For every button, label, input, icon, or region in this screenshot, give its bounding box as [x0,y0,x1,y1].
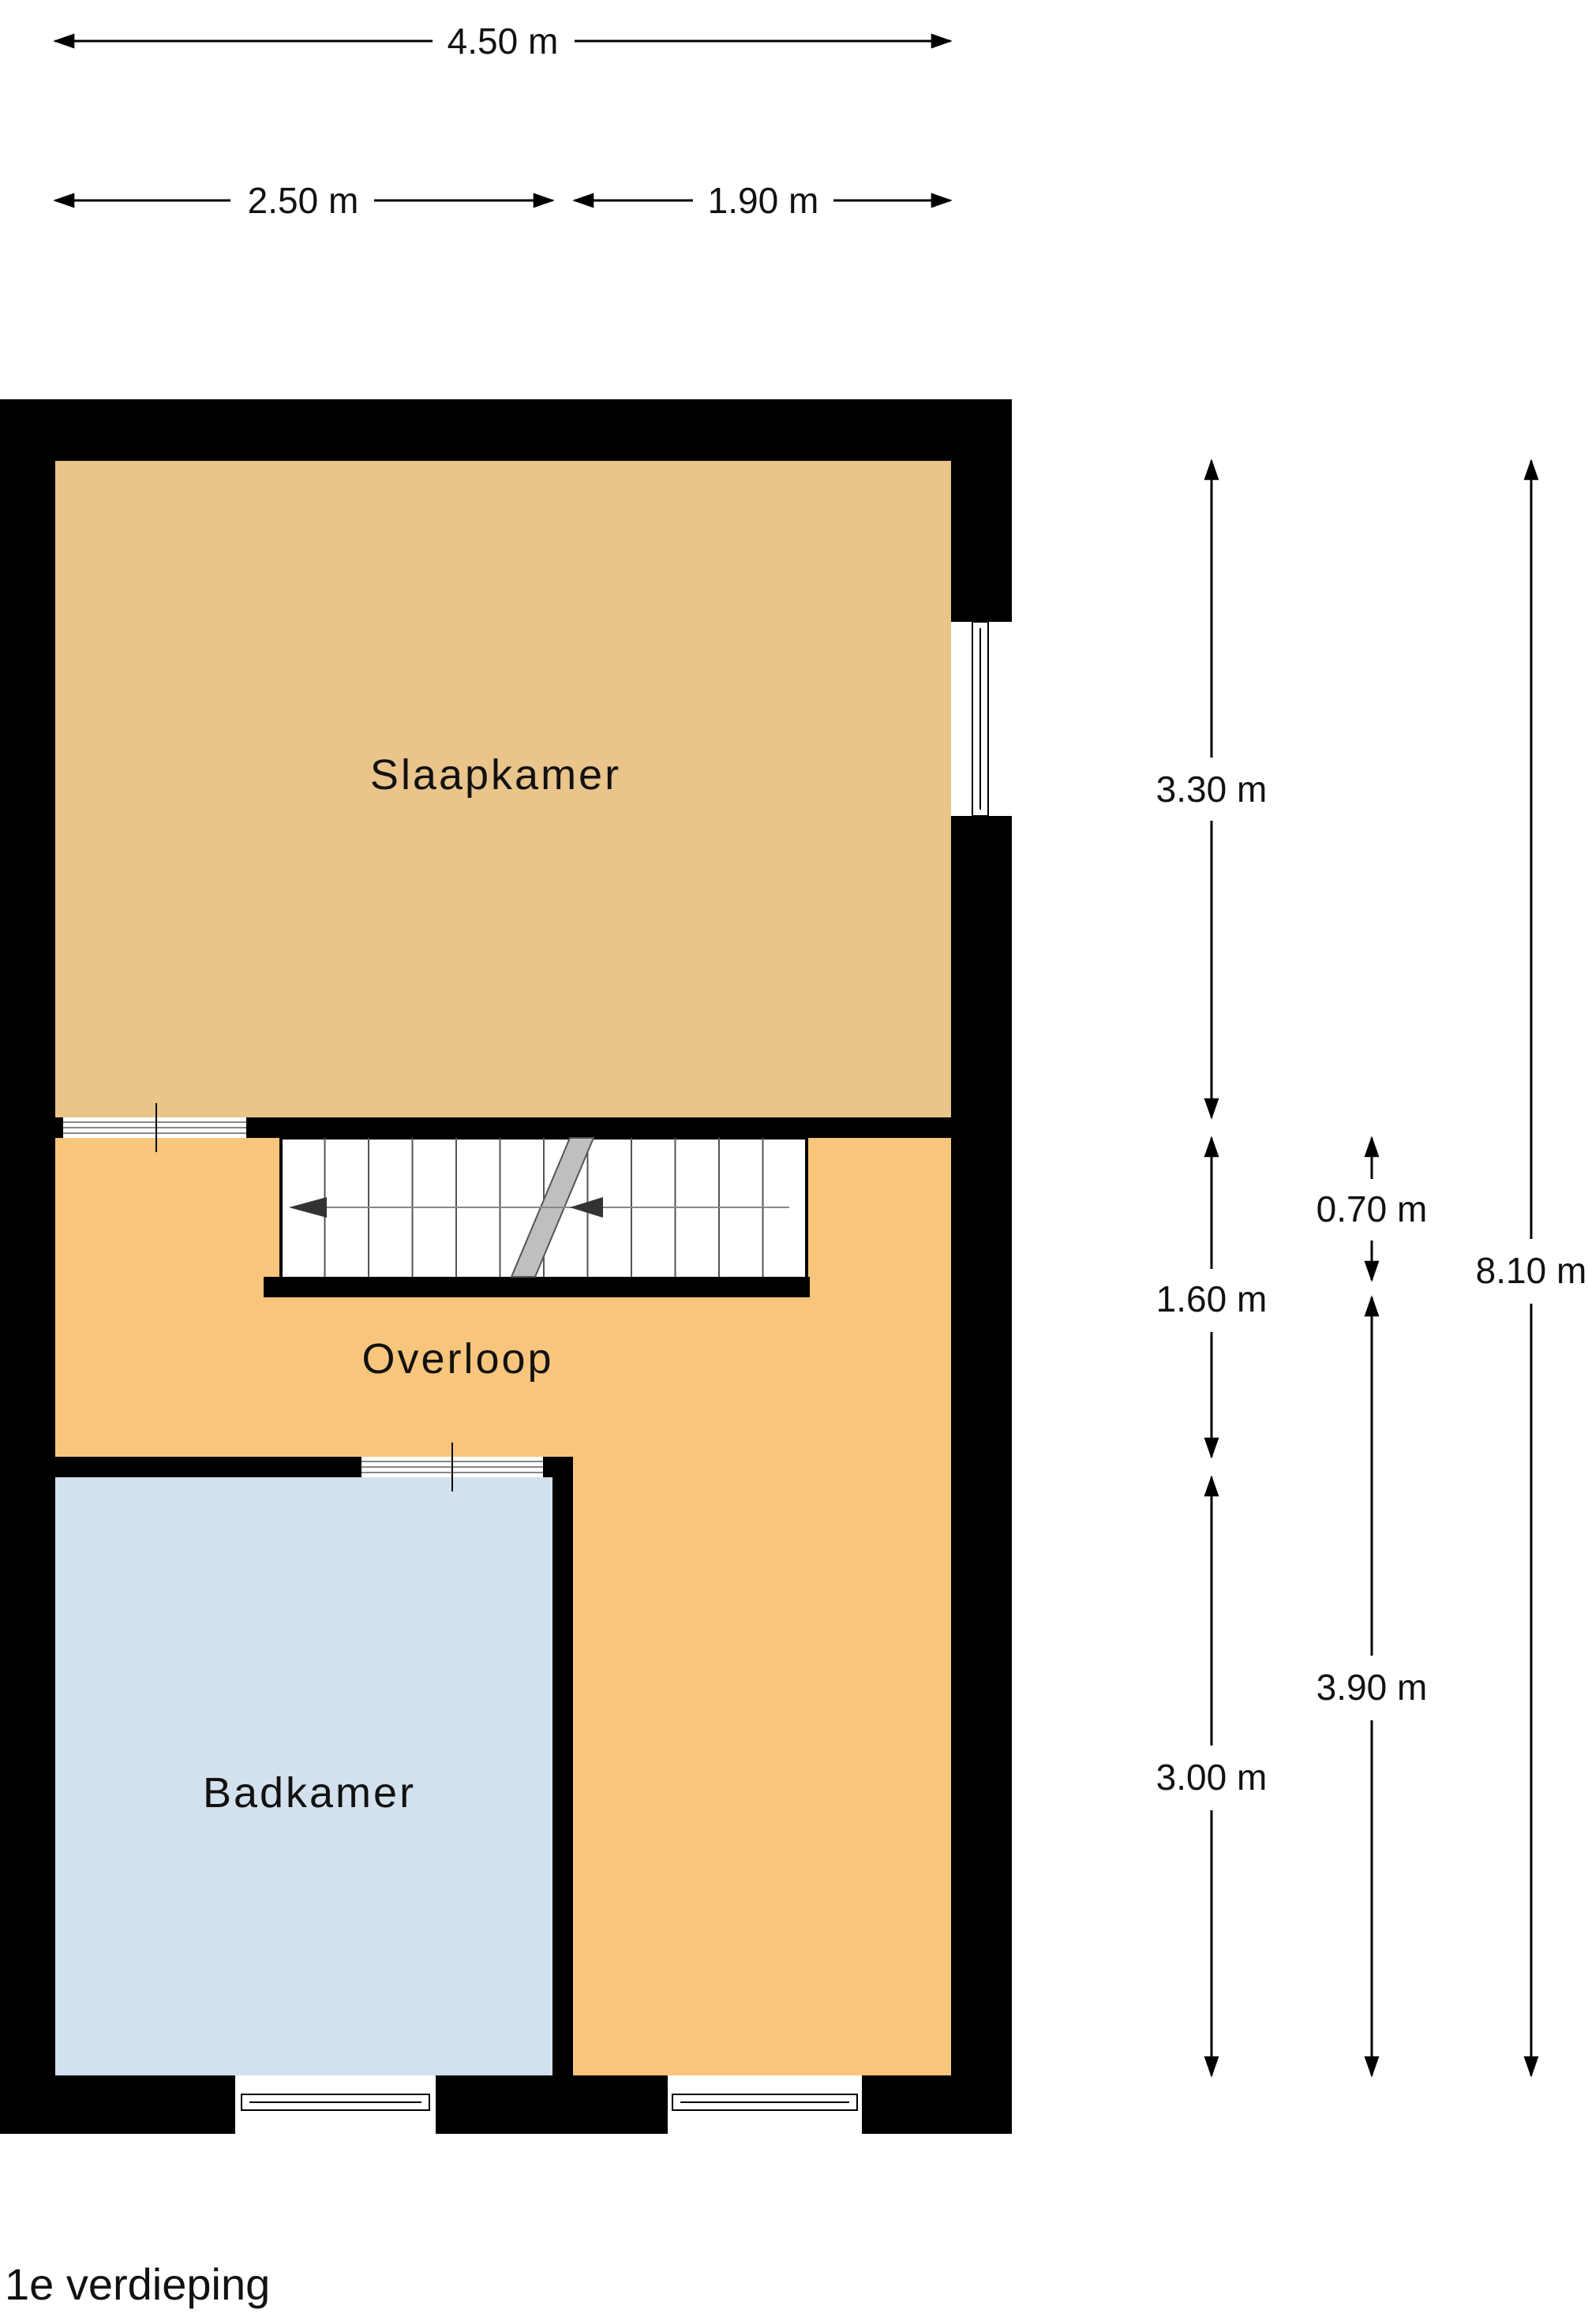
total-width-dimension: 4.50 m [53,21,953,62]
badkamer-depth-dimension: 3.00 m [1156,1475,1268,2078]
building-outline: Slaapkamer Overloop Badkamer [0,399,1012,2134]
slaapkamer-floor [55,461,951,1117]
stair-direction-arrow-left [289,1197,327,1218]
window-slaapkamer-east [951,621,1012,817]
wall-badkamer-right [552,1457,573,2075]
right-width-label: 1.90 m [708,180,819,221]
stair-wall [264,1277,810,1297]
overloop-depth-label: 1.60 m [1156,1278,1268,1319]
total-depth-label: 8.10 m [1476,1250,1587,1291]
left-width-label: 2.50 m [248,180,359,221]
door-badkamer[interactable] [361,1443,543,1491]
overloop-depth-dimension: 1.60 m [1156,1136,1268,1459]
slaapkamer-depth-dimension: 3.30 m [1156,458,1268,1120]
total-width-label: 4.50 m [448,21,559,62]
room-label-slaapkamer: Slaapkamer [370,751,621,799]
staircase [264,1136,810,1297]
slaapkamer-depth-label: 3.30 m [1156,769,1268,810]
stair-direction-arrow-mid [570,1197,603,1218]
window-badkamer-south [235,2075,436,2134]
right-width-dimension: 1.90 m [572,180,953,221]
door-slaapkamer[interactable] [63,1103,246,1152]
left-width-dimension: 2.50 m [53,180,555,221]
room-label-overloop: Overloop [361,1335,553,1383]
right-lower-depth-dimension: 3.90 m [1316,1295,1428,2078]
window-overloop-south [668,2075,862,2134]
room-label-badkamer: Badkamer [203,1769,416,1817]
badkamer-depth-label: 3.00 m [1156,1757,1268,1798]
badkamer-floor [55,1477,552,2075]
total-depth-dimension: 8.10 m [1476,458,1587,2078]
stair-depth-dimension: 0.70 m [1316,1136,1428,1282]
right-lower-depth-label: 3.90 m [1316,1667,1428,1708]
floor-name: 1e verdieping [5,2259,270,2309]
stair-depth-label: 0.70 m [1316,1188,1428,1229]
